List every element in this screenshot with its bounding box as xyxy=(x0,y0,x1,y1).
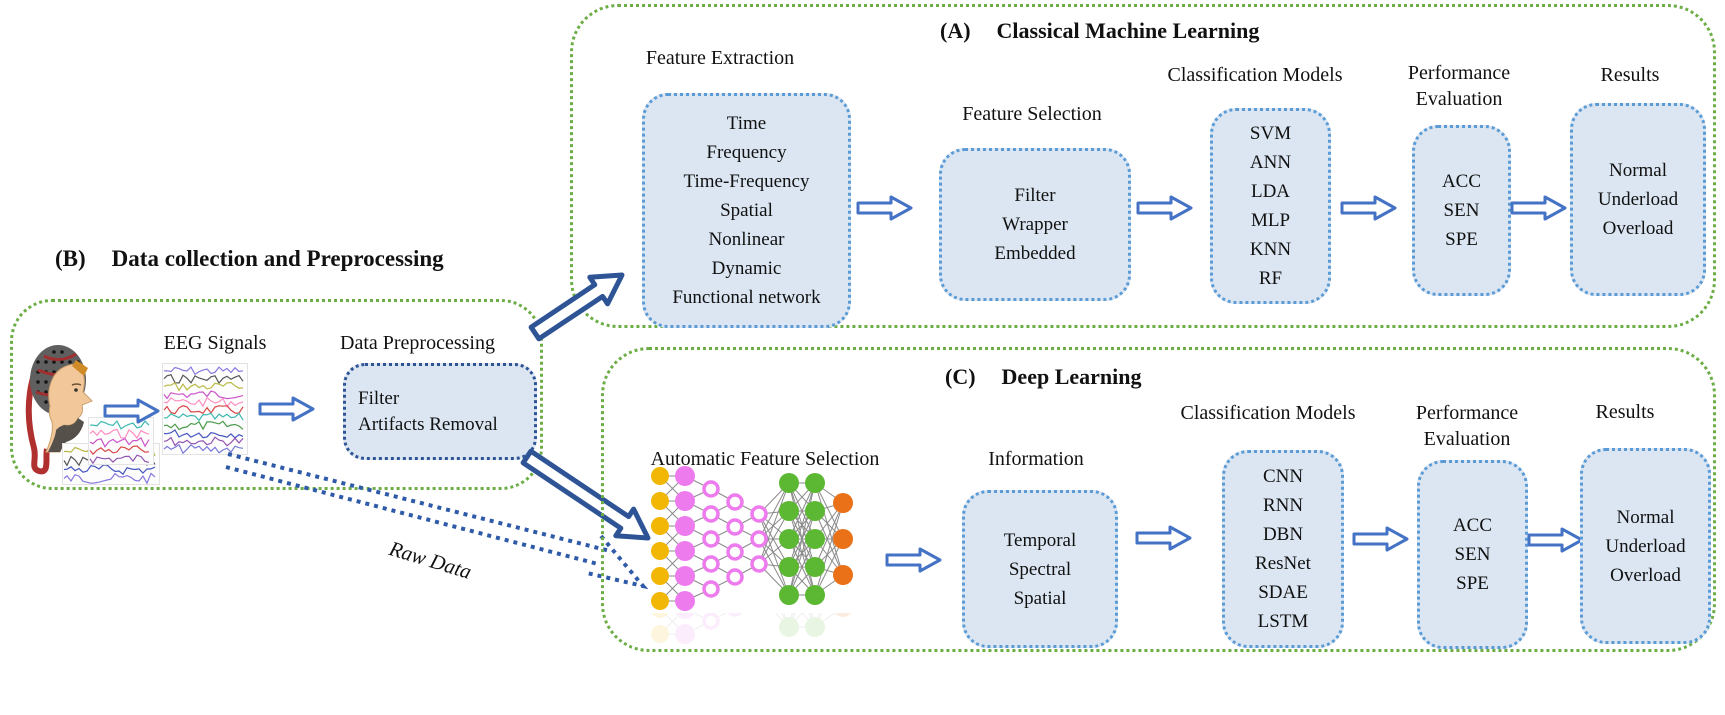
automatic-feature-selection-label: Automatic Feature Selection xyxy=(650,448,880,470)
box-item: RNN xyxy=(1262,495,1304,516)
box-item: Underload xyxy=(1605,535,1686,557)
information-label: Information xyxy=(988,448,1084,470)
section-a-container xyxy=(570,4,1716,328)
eeg-signals-image xyxy=(162,363,248,455)
box-item: Functional network xyxy=(672,287,821,308)
box-item: Time xyxy=(726,113,767,134)
data-preprocessing-label: Data Preprocessing xyxy=(340,332,495,354)
section-b-id: (B) xyxy=(55,246,86,271)
section-a-title-text: Classical Machine Learning xyxy=(996,18,1260,43)
box-item: SPE xyxy=(1445,229,1478,250)
performance-evaluation-a-box: ACC SEN SPE xyxy=(1412,125,1511,296)
box-item: Artifacts Removal xyxy=(358,413,498,435)
eye-icon xyxy=(74,388,78,392)
box-item: Overload xyxy=(1610,564,1681,586)
box-item: Normal xyxy=(1616,506,1675,528)
beard-icon xyxy=(48,418,84,452)
box-item: MLP xyxy=(1250,210,1291,231)
arrow-a4-icon xyxy=(1510,195,1568,221)
section-c-title-text: Deep Learning xyxy=(1001,364,1142,389)
eeg-snippet-panel-a xyxy=(88,417,154,465)
classification-models-a-box: SVM ANN LDA MLP KNN RF xyxy=(1210,108,1331,304)
box-item: CNN xyxy=(1262,466,1304,487)
section-b-title-text: Data collection and Preprocessing xyxy=(111,246,444,271)
box-item: Spectral xyxy=(1008,558,1072,580)
box-item: RF xyxy=(1258,268,1283,289)
box-item: ANN xyxy=(1249,152,1292,173)
performance-evaluation-a-label: Performance Evaluation xyxy=(1407,62,1511,110)
box-item: SPE xyxy=(1456,573,1489,594)
section-a-title: (A) Classical Machine Learning xyxy=(940,18,1259,44)
box-item: SEN xyxy=(1443,200,1480,221)
box-item: DBN xyxy=(1262,524,1304,545)
box-item: LDA xyxy=(1250,181,1291,202)
arrow-a3-icon xyxy=(1340,195,1398,221)
arrow-c2-icon xyxy=(1135,525,1193,551)
feature-selection-label: Feature Selection xyxy=(962,103,1102,125)
arrow-a2-icon xyxy=(1136,195,1194,221)
feature-extraction-label: Feature Extraction xyxy=(645,47,795,69)
section-b-title: (B) Data collection and Preprocessing xyxy=(55,246,444,272)
box-item: SDAE xyxy=(1258,582,1308,603)
box-item: ACC xyxy=(1441,171,1482,192)
performance-evaluation-c-label: Performance Evaluation xyxy=(1415,402,1519,450)
classification-models-c-label: Classification Models xyxy=(1180,402,1356,424)
box-item: Temporal xyxy=(1003,529,1077,551)
raw-data-arrow-icon xyxy=(225,452,649,590)
box-item: Filter xyxy=(1014,185,1056,206)
performance-evaluation-c-box: ACC SEN SPE xyxy=(1417,460,1528,649)
box-item: LSTM xyxy=(1257,611,1309,632)
arrow-b-to-c-icon xyxy=(520,448,651,541)
arrow-b1-icon xyxy=(103,398,161,424)
arrow-c1-icon xyxy=(885,547,943,573)
section-b-container xyxy=(10,299,543,490)
box-item: Overload xyxy=(1602,218,1674,239)
box-item: Spatial xyxy=(1013,587,1067,609)
results-c-label: Results xyxy=(1595,401,1655,423)
box-item: ACC xyxy=(1452,515,1493,536)
box-item: Spatial xyxy=(720,200,773,221)
section-c-container xyxy=(601,347,1716,652)
box-item: KNN xyxy=(1249,239,1292,260)
box-item: Underload xyxy=(1597,189,1679,210)
box-item: Filter xyxy=(358,387,400,409)
arrow-c3-icon xyxy=(1352,526,1410,552)
box-item: Embedded xyxy=(994,243,1076,264)
section-c-title: (C) Deep Learning xyxy=(945,364,1142,390)
box-item: Frequency xyxy=(706,142,787,163)
results-a-label: Results xyxy=(1600,64,1660,86)
section-a-id: (A) xyxy=(940,18,971,43)
box-item: SVM xyxy=(1249,123,1292,144)
arrow-c4-icon xyxy=(1527,527,1585,553)
box-item: SEN xyxy=(1454,544,1491,565)
headband-icon xyxy=(72,360,88,376)
eeg-signals-label: EEG Signals xyxy=(163,332,267,354)
arrow-b-to-a-icon xyxy=(528,272,625,342)
box-item: Dynamic xyxy=(711,258,782,279)
box-item: Wrapper xyxy=(1002,214,1068,235)
box-item: ResNet xyxy=(1255,553,1311,574)
neural-network-image xyxy=(648,463,863,648)
eeg-cap-head-image xyxy=(25,345,93,475)
arrow-b2-icon xyxy=(258,396,316,422)
box-item: Nonlinear xyxy=(708,229,785,250)
box-item: Normal xyxy=(1608,160,1668,181)
classification-models-a-label: Classification Models xyxy=(1167,64,1343,86)
section-c-id: (C) xyxy=(945,364,976,389)
arrow-a1-icon xyxy=(856,195,914,221)
box-item: Time-Frequency xyxy=(683,171,810,192)
